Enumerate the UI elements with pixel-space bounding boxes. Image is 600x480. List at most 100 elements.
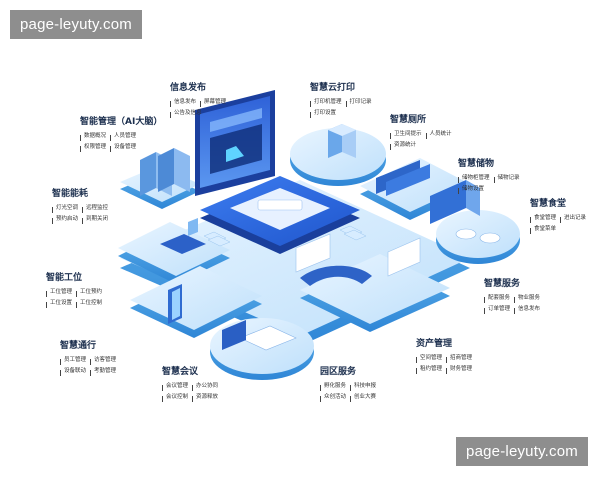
- module-items: 会议管理办公协同会议控制资源释放: [162, 381, 222, 403]
- module-item-row: 工位设置工位控制: [46, 298, 106, 309]
- platform-toilet: [360, 158, 470, 212]
- module-item: 食堂管理: [530, 215, 556, 221]
- module-park-service: 园区服务孵化服务科技申报众创活动创业大赛: [320, 364, 380, 403]
- module-item-row: 设备联动考勤管理: [60, 366, 120, 377]
- platform-service: [300, 254, 450, 324]
- module-item-row: 订单管理信息发布: [484, 304, 544, 315]
- module-info-publish: 信息发布信息发布屏幕管理公告及信息: [170, 80, 230, 119]
- platform-print: [290, 128, 386, 180]
- module-item: 租约管理: [416, 366, 442, 372]
- module-item: 储物设置: [458, 186, 484, 192]
- module-item: 到期关闭: [82, 216, 108, 222]
- stairs: [203, 225, 367, 247]
- module-item-row: 配套服务物业服务: [484, 293, 544, 304]
- module-title: 资产管理: [416, 339, 453, 349]
- module-item-row: 工位管理工位预约: [46, 287, 106, 298]
- module-item-row: 卫生间提示人员统计: [390, 129, 456, 140]
- module-item: 信息发布: [170, 99, 196, 105]
- module-item: 招商管理: [446, 355, 472, 361]
- module-item-row: 打印机管理打印记录: [310, 97, 376, 108]
- module-items: 员工管理访客管理设备联动考勤管理: [60, 355, 120, 377]
- module-items: 食堂管理进出记录食堂菜单: [530, 213, 590, 235]
- module-item-row: 灯光空调远程监控: [52, 203, 112, 214]
- module-item: 远程监控: [82, 205, 108, 211]
- access-gate: [168, 284, 182, 324]
- module-item: 办公协同: [192, 383, 218, 389]
- module-item: 储物柜管理: [458, 175, 490, 181]
- module-item: 进出记录: [560, 215, 586, 221]
- module-item: 打印设置: [310, 110, 336, 116]
- platform-station: [130, 266, 262, 330]
- module-item: 工位设置: [46, 300, 72, 306]
- module-item: 众创活动: [320, 394, 346, 400]
- module-item-row: 会议管理办公协同: [162, 381, 222, 392]
- module-item-row: 租约管理财务管理: [416, 364, 476, 375]
- module-item: 配套服务: [484, 295, 510, 301]
- module-items: 空间管理招商管理租约管理财务管理: [416, 353, 476, 375]
- module-item: 物业服务: [514, 295, 540, 301]
- module-item: 设备管理: [110, 144, 136, 150]
- module-title: 智慧储物: [458, 159, 495, 169]
- central-stage: [200, 176, 360, 254]
- module-item: 财务管理: [446, 366, 472, 372]
- module-item: 会议控制: [162, 394, 188, 400]
- module-item: 工位管理: [46, 289, 72, 295]
- module-item: 工位控制: [76, 300, 102, 306]
- module-smart-meeting: 智慧会议会议管理办公协同会议控制资源释放: [162, 364, 222, 403]
- module-title: 园区服务: [320, 367, 357, 377]
- module-smart-energy: 智能能耗灯光空调远程监控预约启动到期关闭: [52, 186, 112, 225]
- module-item: 屏幕管理: [200, 99, 226, 105]
- module-item-row: 会议控制资源释放: [162, 392, 222, 403]
- module-item-row: 预约启动到期关闭: [52, 214, 112, 225]
- module-item: 访客管理: [90, 357, 116, 363]
- module-item: 孵化服务: [320, 383, 346, 389]
- module-item: 资源统计: [390, 142, 416, 148]
- module-item-row: 打印设置: [310, 108, 376, 119]
- module-title: 智慧会议: [162, 367, 199, 377]
- module-item-row: 员工管理访客管理: [60, 355, 120, 366]
- module-items: 储物柜管理储物记录储物设置: [458, 173, 524, 195]
- module-items: 工位管理工位预约工位设置工位控制: [46, 287, 106, 309]
- module-title: 信息发布: [170, 83, 207, 93]
- toilet-stalls: [376, 160, 430, 196]
- module-item-row: 孵化服务科技申报: [320, 381, 380, 392]
- module-item: 公告及信息: [170, 110, 202, 116]
- module-title: 智能能耗: [52, 189, 89, 199]
- server-racks: [140, 148, 190, 196]
- platform-canteen: [436, 210, 520, 258]
- module-item: 考勤管理: [90, 368, 116, 374]
- module-smart-access: 智慧通行员工管理访客管理设备联动考勤管理: [60, 338, 120, 377]
- module-item: 数据概况: [80, 133, 106, 139]
- info-screen: [195, 90, 275, 196]
- module-item: 预约启动: [52, 216, 78, 222]
- energy-control-desk: [160, 218, 206, 254]
- module-smart-station: 智能工位工位管理工位预约工位设置工位控制: [46, 270, 106, 309]
- module-item-row: 空间管理招商管理: [416, 353, 476, 364]
- module-item: 订单管理: [484, 306, 510, 312]
- module-item-row: 储物设置: [458, 184, 524, 195]
- module-items: 灯光空调远程监控预约启动到期关闭: [52, 203, 112, 225]
- module-smart-toilet: 智慧厕所卫生间提示人员统计资源统计: [390, 112, 456, 151]
- module-items: 卫生间提示人员统计资源统计: [390, 129, 456, 151]
- module-title: 智慧通行: [60, 341, 97, 351]
- module-item: 灯光空调: [52, 205, 78, 211]
- module-items: 配套服务物业服务订单管理信息发布: [484, 293, 544, 315]
- module-item-row: 公告及信息: [170, 108, 230, 119]
- printer-kiosk: [328, 124, 356, 158]
- canteen-tables: [455, 228, 501, 244]
- module-title: 智慧厕所: [390, 115, 427, 125]
- bookshelves: [295, 233, 421, 277]
- module-item-row: 储物柜管理储物记录: [458, 173, 524, 184]
- module-item-row: 资源统计: [390, 140, 456, 151]
- watermark-top: page-leyuty.com: [10, 10, 142, 39]
- module-items: 信息发布屏幕管理公告及信息: [170, 97, 230, 119]
- module-item: 设备联动: [60, 368, 86, 374]
- module-title: 智慧云打印: [310, 83, 356, 93]
- module-asset-manage: 资产管理空间管理招商管理租约管理财务管理: [416, 336, 476, 375]
- module-item: 空间管理: [416, 355, 442, 361]
- module-smart-service: 智慧服务配套服务物业服务订单管理信息发布: [484, 276, 544, 315]
- module-item: 卫生间提示: [390, 131, 422, 137]
- module-item: 员工管理: [60, 357, 86, 363]
- module-title: 智能工位: [46, 273, 83, 283]
